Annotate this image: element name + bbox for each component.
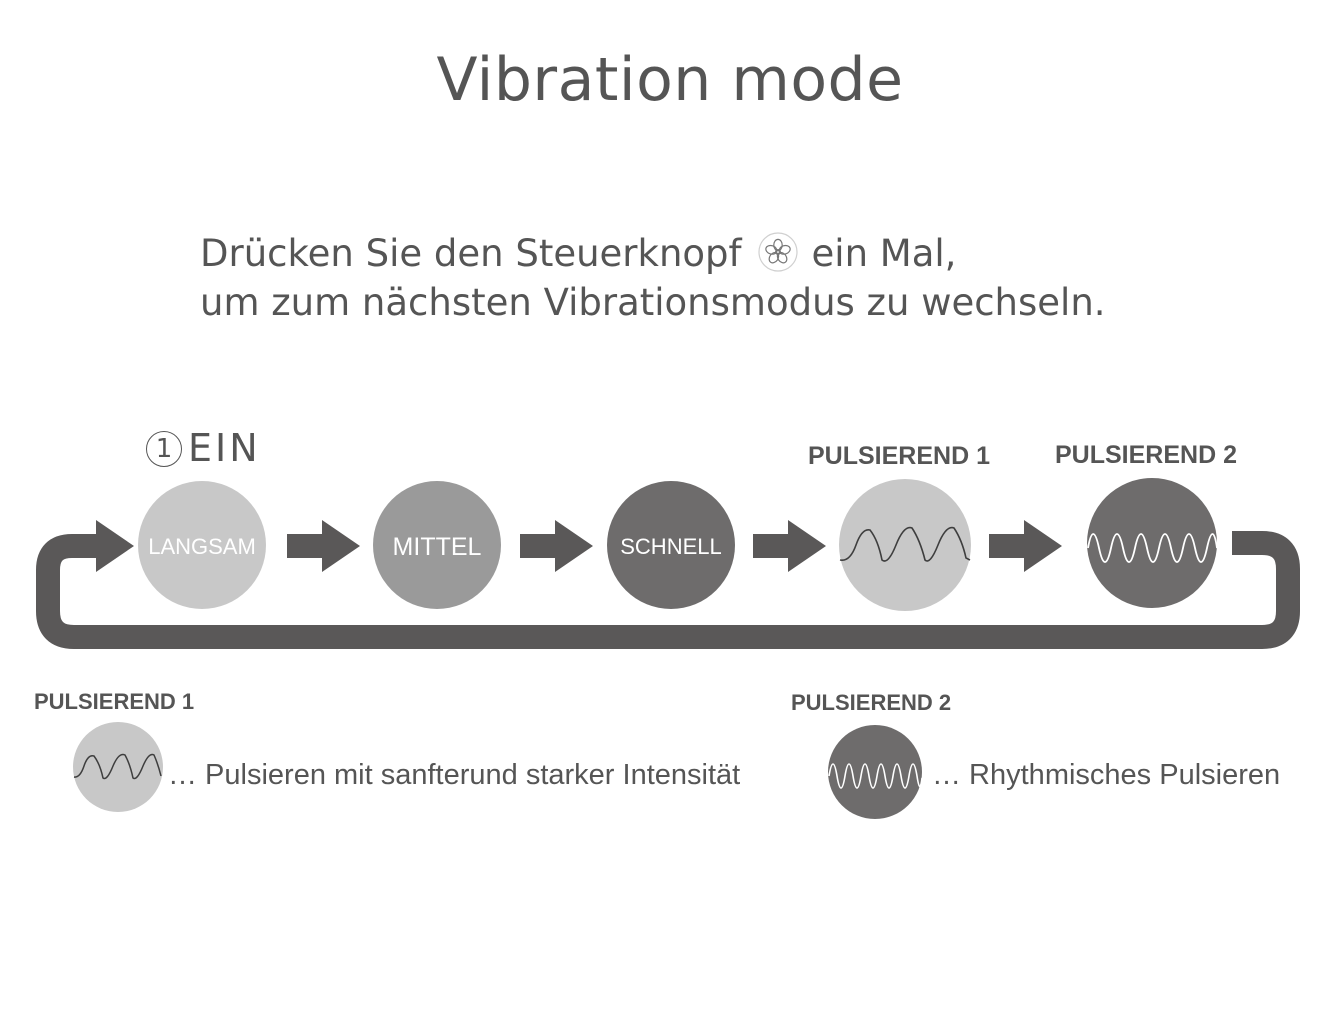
arrow-right-icon [989, 520, 1062, 572]
sawtooth-wave-icon [73, 753, 162, 780]
instruction-text-after: ein Mal, [811, 232, 957, 275]
mode-circle-pulsierend-2 [1087, 478, 1217, 608]
instruction-text-before: Drücken Sie den Steuerknopf [200, 232, 742, 275]
mode-text-langsam: LANGSAM [148, 534, 256, 559]
instruction-line-1: Drücken Sie den Steuerknopf ein Mal, [200, 231, 956, 277]
legend-label-pulsierend-1: PULSIEREND 1 [34, 689, 195, 714]
mode-circle-mittel [373, 481, 501, 609]
mode-text-schnell: SCHNELL [620, 534, 721, 559]
legend-circle-pulsierend-1 [73, 722, 163, 812]
mode-label-pulsierend-1: PULSIEREND 1 [808, 442, 990, 470]
mode-circle-pulsierend-1 [839, 479, 971, 611]
instruction-line-2: um zum nächsten Vibrationsmodus zu wechs… [200, 281, 1106, 324]
loop-arrow-head [96, 520, 134, 572]
arrow-right-icon [520, 520, 593, 572]
legend-circle-pulsierend-2 [828, 725, 922, 819]
flower-button-icon [757, 232, 798, 272]
sine-wave-icon [828, 763, 923, 789]
legend-description-pulsierend-2: … Rhythmisches Pulsieren [932, 759, 1281, 791]
loop-return-path [36, 531, 1300, 649]
mode-text-mittel: MITTEL [393, 533, 482, 561]
start-label-text: EIN [188, 426, 261, 470]
mode-label-pulsierend-2: PULSIEREND 2 [1055, 441, 1237, 469]
mode-circle-schnell [607, 481, 735, 609]
sawtooth-wave-icon [839, 526, 971, 562]
arrow-right-icon [287, 520, 360, 572]
legend-label-pulsierend-2: PULSIEREND 2 [791, 690, 952, 715]
legend-description-pulsierend-1: … Pulsieren mit sanfterund starker Inten… [168, 759, 741, 791]
step-number-badge: 1 [146, 431, 182, 467]
sine-wave-icon [1087, 533, 1218, 563]
arrow-right-icon [753, 520, 826, 572]
page-title: Vibration mode [436, 45, 904, 115]
mode-circle-langsam [138, 481, 266, 609]
